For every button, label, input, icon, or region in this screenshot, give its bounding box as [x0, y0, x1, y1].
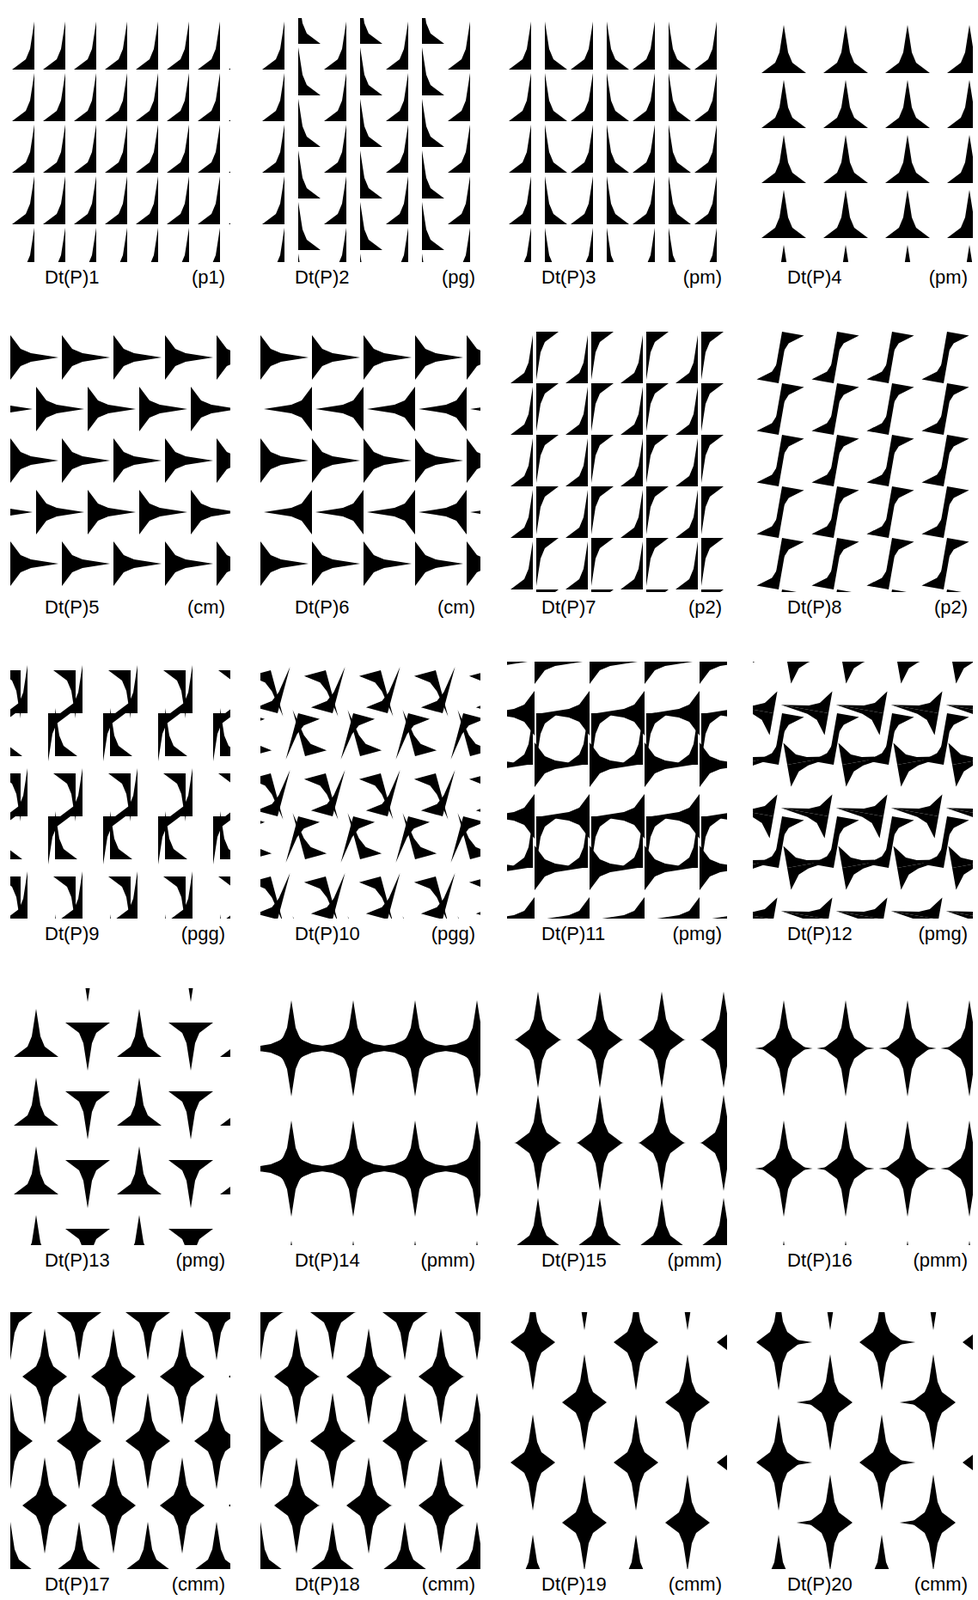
symmetry-group: (pmg) — [174, 1250, 227, 1272]
symmetry-group: (cmm) — [170, 1574, 227, 1596]
symmetry-group: (cmm) — [912, 1574, 970, 1596]
symmetry-group: (pg) — [440, 267, 477, 288]
wallpaper-pattern — [260, 661, 481, 919]
wallpaper-pattern — [507, 661, 728, 919]
symmetry-group: (cm) — [435, 597, 477, 618]
wallpaper-pattern — [10, 1312, 231, 1570]
pattern-name: Dt(P)20 — [785, 1574, 855, 1596]
symmetry-group: (cm) — [185, 597, 227, 618]
pattern-name: Dt(P)4 — [785, 267, 844, 288]
pattern-name: Dt(P)18 — [293, 1574, 362, 1596]
symmetry-group: (pmm) — [418, 1250, 477, 1272]
wallpaper-pattern — [752, 988, 973, 1246]
wallpaper-pattern — [10, 988, 231, 1246]
wallpaper-pattern — [752, 661, 973, 919]
symmetry-group: (pgg) — [429, 923, 477, 945]
wallpaper-pattern — [10, 661, 231, 919]
symmetry-group: (pmm) — [665, 1250, 724, 1272]
wallpaper-pattern — [260, 331, 481, 593]
pattern-name: Dt(P)12 — [785, 923, 855, 945]
pattern-name: Dt(P)9 — [42, 923, 102, 945]
wallpaper-pattern — [10, 18, 231, 263]
wallpaper-pattern — [507, 1312, 728, 1570]
pattern-name: Dt(P)5 — [42, 597, 102, 618]
wallpaper-pattern — [507, 331, 728, 593]
symmetry-group: (p1) — [189, 267, 227, 288]
pattern-name: Dt(P)6 — [293, 597, 352, 618]
pattern-name: Dt(P)1 — [42, 267, 102, 288]
pattern-name: Dt(P)19 — [539, 1574, 609, 1596]
pattern-name: Dt(P)7 — [539, 597, 599, 618]
symmetry-group: (p2) — [932, 597, 970, 618]
wallpaper-pattern — [260, 1312, 481, 1570]
symmetry-group: (pm) — [681, 267, 724, 288]
pattern-name: Dt(P)16 — [785, 1250, 855, 1272]
wallpaper-pattern — [752, 18, 973, 263]
pattern-name: Dt(P)10 — [293, 923, 362, 945]
symmetry-group: (pmg) — [916, 923, 970, 945]
symmetry-group: (cmm) — [420, 1574, 477, 1596]
symmetry-group: (p2) — [686, 597, 724, 618]
wallpaper-pattern — [507, 988, 728, 1246]
pattern-name: Dt(P)15 — [539, 1250, 609, 1272]
wallpaper-pattern — [260, 18, 481, 263]
wallpaper-pattern — [752, 1312, 973, 1570]
pattern-name: Dt(P)13 — [42, 1250, 112, 1272]
pattern-name: Dt(P)14 — [293, 1250, 362, 1272]
wallpaper-pattern — [752, 331, 973, 593]
pattern-name: Dt(P)17 — [42, 1574, 112, 1596]
pattern-name: Dt(P)11 — [539, 923, 607, 945]
symmetry-group: (pgg) — [179, 923, 227, 945]
symmetry-group: (pmg) — [671, 923, 724, 945]
wallpaper-pattern — [260, 988, 481, 1246]
symmetry-group: (pm) — [927, 267, 970, 288]
wallpaper-pattern — [507, 18, 728, 263]
symmetry-group: (cmm) — [666, 1574, 724, 1596]
pattern-name: Dt(P)3 — [539, 267, 599, 288]
symmetry-group: (pmm) — [910, 1250, 970, 1272]
pattern-name: Dt(P)2 — [293, 267, 352, 288]
wallpaper-pattern — [10, 331, 231, 593]
pattern-name: Dt(P)8 — [785, 597, 844, 618]
